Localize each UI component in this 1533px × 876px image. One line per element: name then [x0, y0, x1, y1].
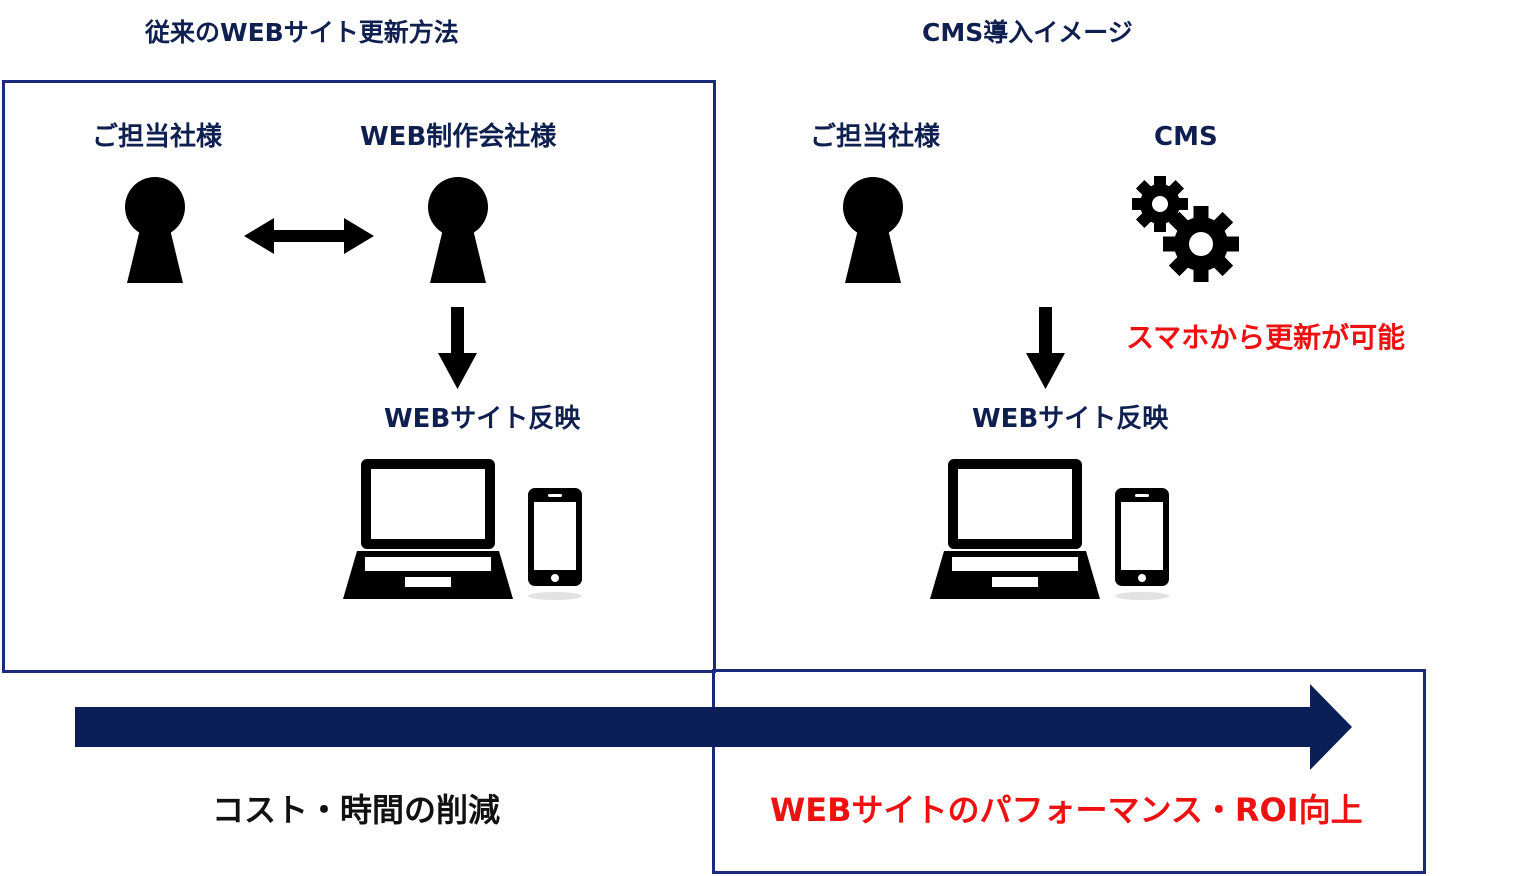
gears-icon — [1132, 176, 1239, 282]
down-arrow-icon — [1026, 307, 1065, 389]
smartphone-icon — [1115, 488, 1169, 600]
person-icon — [843, 177, 903, 283]
left-result-label: WEBサイト反映 — [384, 404, 581, 434]
cost-time-reduction-label: コスト・時間の削減 — [212, 791, 501, 829]
cms-label: CMS — [1154, 122, 1218, 152]
client-label: ご担当社様 — [92, 122, 223, 152]
person-icon — [125, 177, 185, 283]
down-arrow-icon — [438, 307, 477, 389]
laptop-icon — [343, 459, 513, 599]
smartphone-icon — [528, 488, 582, 600]
progress-arrow — [75, 684, 1352, 770]
laptop-icon — [930, 459, 1100, 599]
person-icon — [428, 177, 488, 283]
left-section-frame — [2, 80, 716, 673]
right-section-title: CMS導入イメージ — [922, 18, 1133, 47]
smartphone-update-note: スマホから更新が可能 — [1126, 321, 1406, 354]
performance-roi-label: WEBサイトのパフォーマンス・ROI向上 — [770, 791, 1363, 829]
left-section-title: 従来のWEBサイト更新方法 — [145, 18, 459, 47]
client-label-cms: ご担当社様 — [810, 122, 941, 152]
right-result-label: WEBサイト反映 — [972, 404, 1169, 434]
bottom-right-frame — [712, 669, 1426, 874]
double-arrow-icon — [244, 218, 374, 254]
web-agency-label: WEB制作会社様 — [360, 122, 557, 152]
